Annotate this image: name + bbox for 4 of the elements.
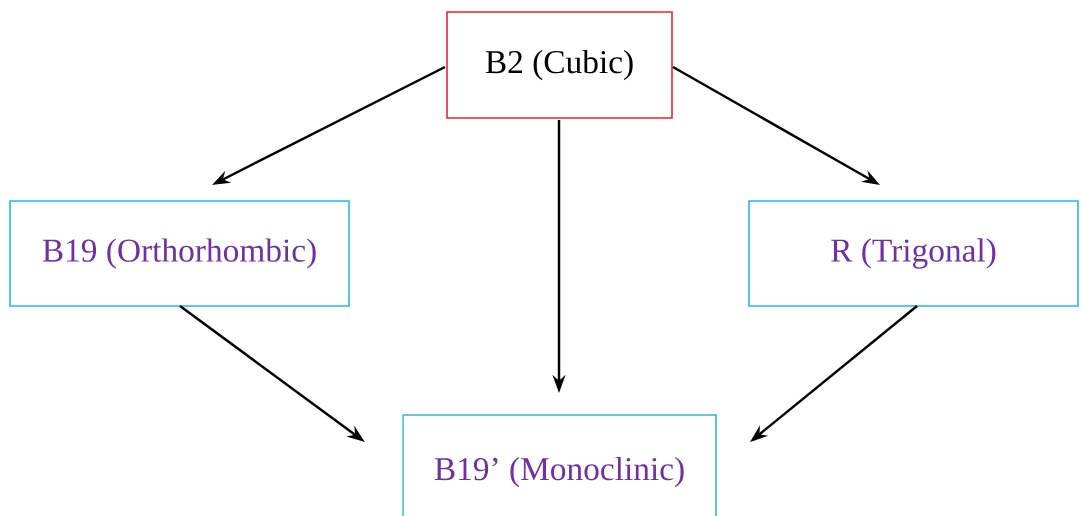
phase-box: B19 (Orthorhombic) [9, 200, 350, 307]
phase-box: B2 (Cubic) [446, 11, 673, 119]
phase-box: R (Trigonal) [748, 200, 1079, 307]
phase-box: B19’ (Monoclinic) [402, 414, 717, 516]
